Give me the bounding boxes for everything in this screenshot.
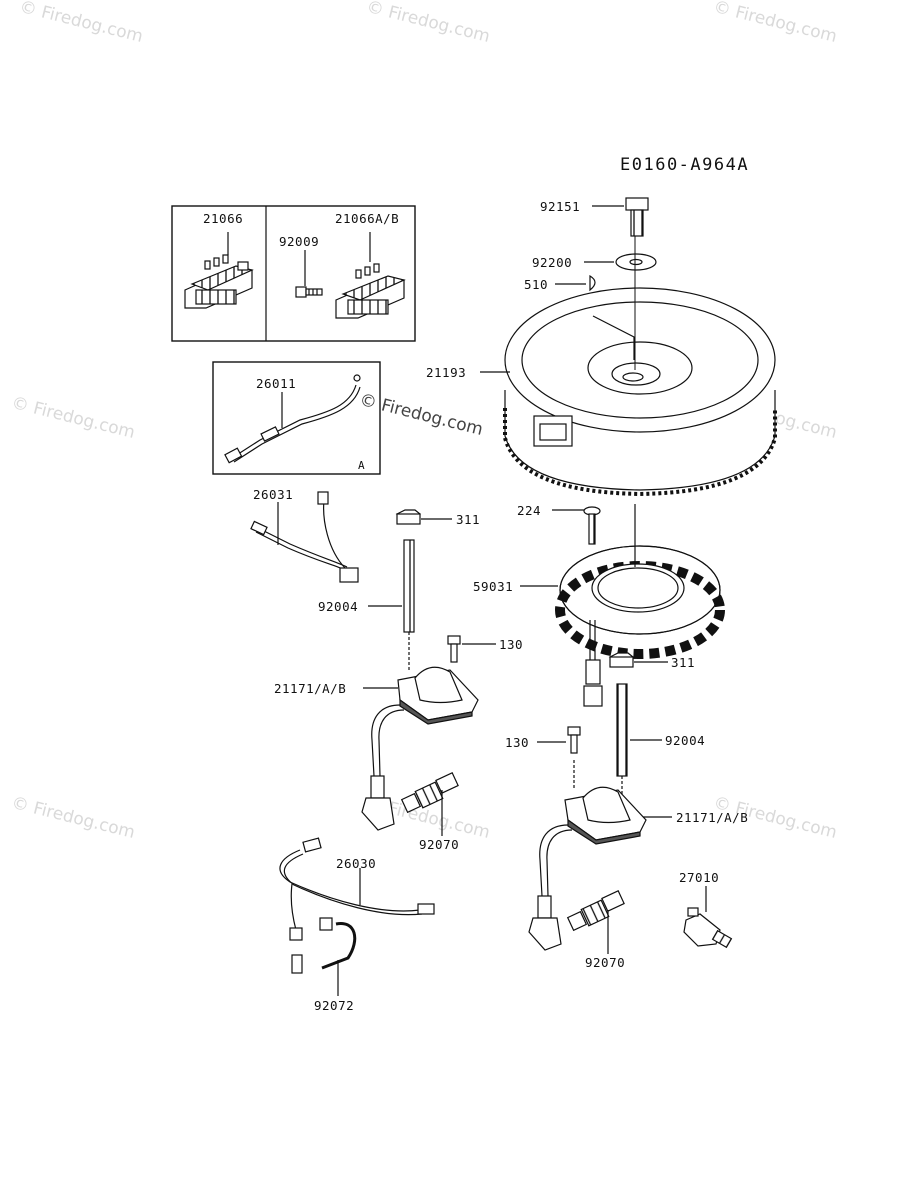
ignition-coil-left [361,666,479,831]
part-label-21066ab: 21066A/B [335,211,400,226]
part-label-92200: 92200 [532,255,573,270]
lead-26011 [224,374,361,464]
key-510 [555,274,596,292]
spark-plug-92070-right [566,890,625,954]
part-label-92151: 92151 [540,199,581,214]
part-label-510: 510 [524,277,549,292]
nut-311-right [608,652,668,668]
stator-59031 [520,504,725,707]
part-label-26031: 26031 [253,487,294,502]
lead-26030 [279,837,435,974]
switch-27010 [683,886,733,949]
part-label-130-left: 130 [499,637,524,652]
ignition-coil-right [528,786,672,951]
part-label-59031: 59031 [473,579,514,594]
regulator-box-frame [171,205,416,342]
part-label-92072: 92072 [314,998,355,1013]
bolt-92151 [592,197,649,237]
box-tag-a: A [358,459,365,472]
part-label-26030: 26030 [336,856,377,871]
lead-26031 [250,491,359,583]
part-label-92070-left: 92070 [419,837,460,852]
screw-92009 [295,250,323,298]
part-label-311-left: 311 [456,512,481,527]
part-label-92004-right: 92004 [665,733,706,748]
screw-224 [552,506,601,545]
bolt-130-right [537,726,581,790]
part-label-21171-left: 21171/A/B [274,681,347,696]
part-label-92009: 92009 [279,234,320,249]
lead-box-frame [212,361,381,475]
spark-plug-92070-left [400,772,459,836]
washer-92200 [584,253,657,271]
part-label-21171-right: 21171/A/B [676,810,749,825]
diagram-code: E0160-A964A [620,155,750,175]
flywheel-21193 [480,236,777,497]
regulator-left [184,232,254,309]
nut-311-left [395,509,452,525]
clamp-92072 [319,917,357,996]
part-label-130-right: 130 [505,735,530,750]
stud-92004-left [368,539,415,670]
part-label-224: 224 [517,503,542,518]
regulator-right [335,232,406,319]
part-label-21193: 21193 [426,365,467,380]
bolt-130-left [447,635,496,663]
part-label-92070-right: 92070 [585,955,626,970]
part-label-27010: 27010 [679,870,720,885]
part-label-26011: 26011 [256,376,297,391]
part-label-92004-left: 92004 [318,599,359,614]
part-label-21066: 21066 [203,211,244,226]
part-label-311-right: 311 [671,655,696,670]
